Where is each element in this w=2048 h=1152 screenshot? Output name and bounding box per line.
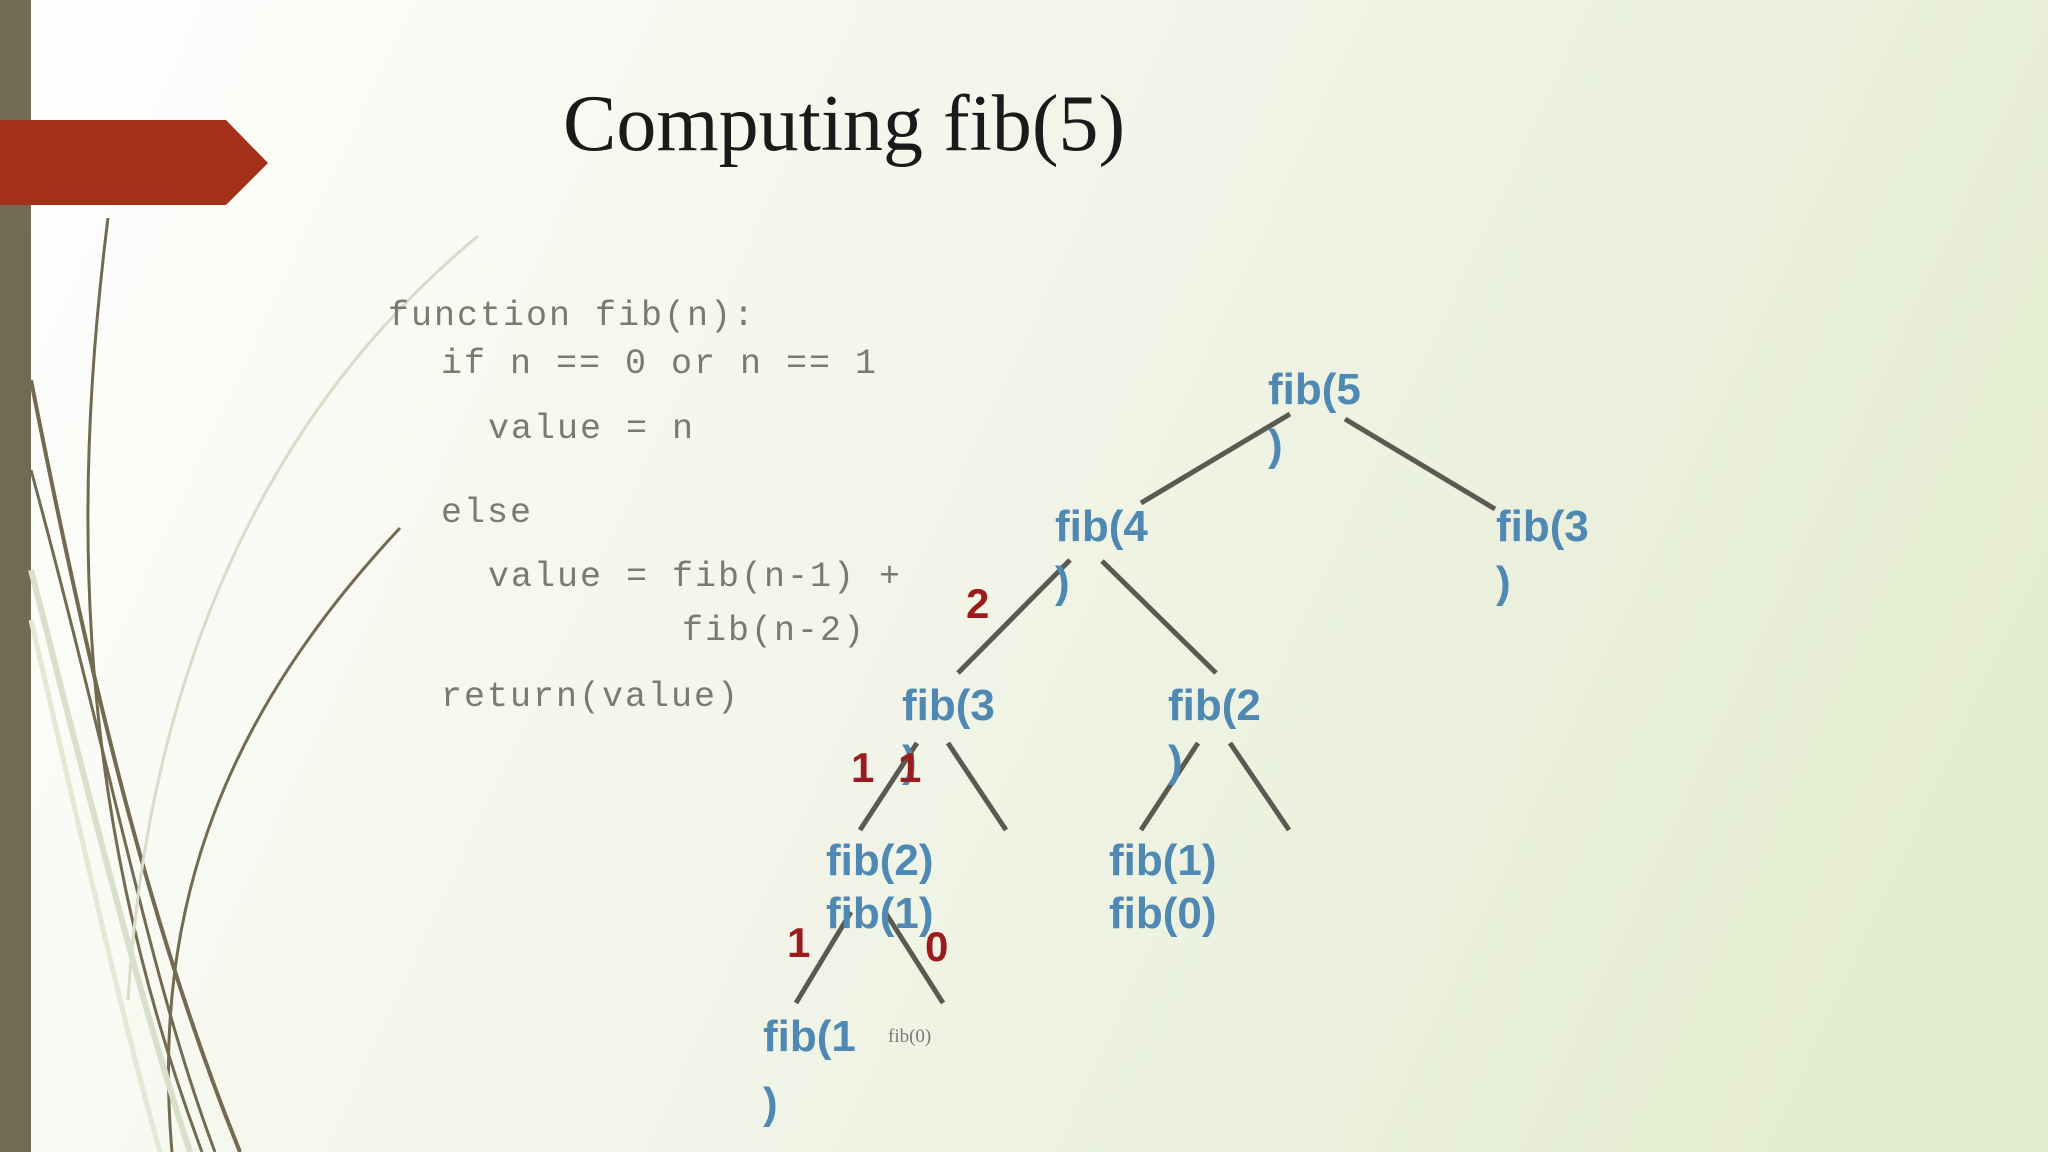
code-line: value = fib(n-1) + xyxy=(488,557,903,597)
tree-node-fib2-paren: ) xyxy=(1168,737,1183,786)
code-line: else xyxy=(441,493,534,533)
code-line: function fib(n): xyxy=(388,296,757,336)
tree-node-fib3-left: fib(3 xyxy=(902,681,995,730)
tree-node-fib3-right: fib(3 xyxy=(1496,502,1589,551)
tree-node-fib2: fib(2 xyxy=(1168,681,1261,730)
tree-node-fib0-leaf: fib(0) xyxy=(888,1026,932,1047)
tree-node-fib1-leaf-paren: ) xyxy=(763,1079,778,1128)
tree-edge xyxy=(857,741,920,832)
return-value-label: 1 xyxy=(898,744,922,791)
return-value-label: 1 xyxy=(851,744,875,791)
tree-node-fib5: fib(5 xyxy=(1268,365,1361,414)
tree-node-fib1: fib(1) xyxy=(1109,836,1217,885)
decor-curve xyxy=(166,526,402,1152)
tree-node-fib5-paren: ) xyxy=(1268,421,1283,470)
code-line: if n == 0 or n == 1 xyxy=(441,344,879,384)
decor-curve xyxy=(29,379,242,1152)
tree-node-fib1-leaf: fib(1 xyxy=(763,1012,856,1061)
return-value-label: 1 xyxy=(787,919,811,966)
tree-edge xyxy=(1139,411,1292,506)
slide-title: Computing fib(5) xyxy=(563,80,1126,168)
tree-edge xyxy=(956,558,1072,675)
tree-edge xyxy=(1227,741,1292,832)
decor-curve xyxy=(28,619,163,1152)
tree-edge xyxy=(1100,559,1218,675)
tree-node-fib4-paren: ) xyxy=(1055,558,1070,607)
code-line: return(value) xyxy=(441,677,741,717)
code-line: value = n xyxy=(488,409,696,449)
decor-curve xyxy=(29,469,217,1152)
tree-edge xyxy=(882,910,946,1005)
tree-node-fib4: fib(4 xyxy=(1055,502,1148,551)
decor-curve xyxy=(126,234,479,1001)
return-value-label: 2 xyxy=(966,580,990,627)
return-value-label: 0 xyxy=(925,923,949,970)
tree-node-fib1-overlap: fib(1) xyxy=(826,889,934,938)
tree-node-fib3-right-paren: ) xyxy=(1496,558,1511,607)
tree-edge xyxy=(1343,416,1497,512)
decor-curve xyxy=(28,569,193,1152)
title-arrow-shape xyxy=(0,120,268,205)
tree-node-fib2-left: fib(2) xyxy=(826,836,934,885)
tree-edge xyxy=(793,910,854,1005)
tree-edge xyxy=(945,741,1009,832)
tree-node-fib0: fib(0) xyxy=(1109,889,1217,938)
tree-edge xyxy=(1138,741,1201,832)
tree-node-fib3-left-paren: ) xyxy=(902,737,917,786)
code-line: fib(n-2) xyxy=(682,611,867,651)
